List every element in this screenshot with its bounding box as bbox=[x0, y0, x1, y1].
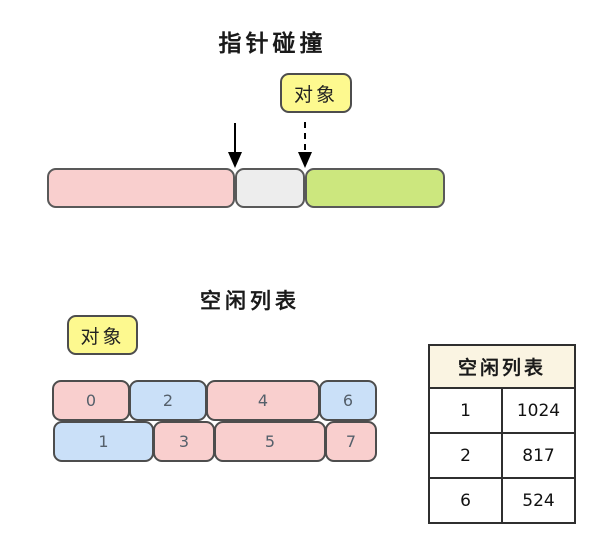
pointer-bump-title: 指针碰撞 bbox=[218, 31, 327, 56]
memory-block-2: 2 bbox=[129, 380, 207, 421]
object-box-pointer-bump: 对象 bbox=[280, 73, 352, 113]
memory-segment-free bbox=[305, 168, 445, 208]
free-block-index: 2 bbox=[428, 432, 503, 479]
object-placement-arrow bbox=[298, 122, 312, 168]
memory-block-3: 3 bbox=[153, 421, 215, 462]
free-block-index: 6 bbox=[428, 477, 503, 524]
free-list-table-header: 空闲列表 bbox=[428, 344, 576, 389]
free-list-title: 空闲列表 bbox=[200, 289, 300, 313]
object-box-free-list: 对象 bbox=[67, 315, 138, 355]
free-list-table-header-row: 空闲列表 bbox=[428, 344, 576, 389]
table-row: 2 817 bbox=[428, 432, 576, 479]
object-box-label: 对象 bbox=[80, 326, 125, 348]
table-row: 1 1024 bbox=[428, 387, 576, 434]
free-block-size: 1024 bbox=[501, 387, 576, 434]
table-row: 6 524 bbox=[428, 477, 576, 524]
memory-segment-used bbox=[47, 168, 235, 208]
allocation-pointer-arrow bbox=[228, 123, 242, 168]
free-block-size: 524 bbox=[501, 477, 576, 524]
memory-block-0: 0 bbox=[52, 380, 130, 421]
memory-block-1: 1 bbox=[53, 421, 154, 462]
object-box-label: 对象 bbox=[293, 84, 338, 106]
free-block-index: 1 bbox=[428, 387, 503, 434]
memory-block-4: 4 bbox=[206, 380, 320, 421]
free-block-size: 817 bbox=[501, 432, 576, 479]
memory-block-7: 7 bbox=[325, 421, 377, 462]
memory-block-6: 6 bbox=[319, 380, 377, 421]
memory-segment-object-slot bbox=[235, 168, 305, 208]
free-list-table: 空闲列表 1 1024 2 817 6 524 bbox=[428, 344, 576, 524]
memory-block-5: 5 bbox=[214, 421, 326, 462]
